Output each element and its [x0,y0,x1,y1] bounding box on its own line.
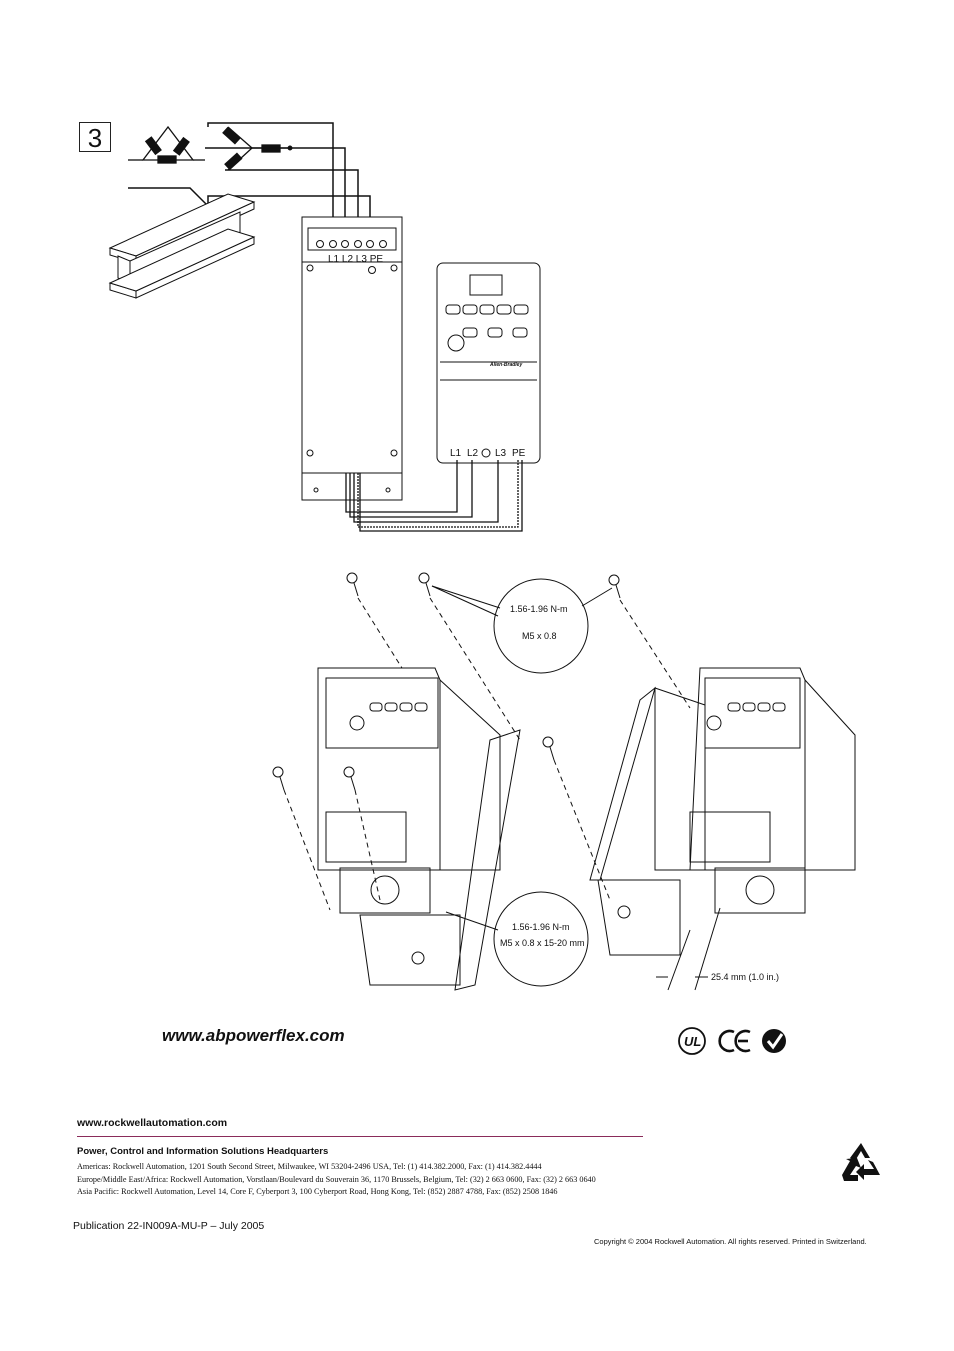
svg-text:UL: UL [684,1034,701,1049]
step-number: 3 [79,122,111,153]
screw-icon [608,574,621,599]
svg-text:L3: L3 [495,448,507,459]
screw-icon [542,736,555,761]
svg-text:L1: L1 [450,448,462,459]
svg-text:L2: L2 [467,448,479,459]
powerflex-website[interactable]: www.abpowerflex.com [162,1026,345,1045]
address-americas: Americas: Rockwell Automation, 1201 Sout… [77,1162,542,1171]
ul-mark-icon: UL [678,1027,706,1055]
rockwell-website[interactable]: www.rockwellautomation.com [77,1117,228,1129]
drive-with-mounting-plate [589,667,856,991]
ce-mark-icon [718,1029,751,1053]
footer-divider [77,1136,643,1137]
screw-size-label-top: M5 x 0.8 [522,631,557,641]
publication-number: Publication 22-IN009A-MU-P – July 2005 [73,1220,265,1232]
drive-with-mounting-plate [317,667,521,991]
clearance-label: 25.4 mm (1.0 in.) [711,972,779,982]
torque-label-bottom: 1.56-1.96 N-m [512,922,570,932]
headquarters-title: Power, Control and Information Solutions… [77,1146,329,1157]
svg-text:PE: PE [512,448,526,459]
ground-beam-icon [108,193,256,299]
screw-size-label-bottom: M5 x 0.8 x 15-20 mm [500,938,585,948]
delta-transformer-icon [128,125,205,164]
drive-brand-mark: Allen-Bradley [489,362,522,368]
mounting-diagram: 1.56-1.96 N-m M5 x 0.8 1.56-1.96 N-m M5 … [272,572,856,991]
filter-terminal-labels: L1 L2 L3 PE [328,254,383,265]
screw-icon [346,572,359,597]
copyright-notice: Copyright © 2004 Rockwell Automation. Al… [594,1237,867,1246]
screw-icon [418,572,431,597]
certification-marks: UL [678,1027,786,1055]
powerflex-drive [436,262,541,464]
drive-terminal-labels: L1 L2 L3 PE [450,448,526,459]
c-tick-mark-icon [762,1029,786,1053]
wiring-diagram: L1 L2 L3 PE Allen-Bradley L1 L2 L3 PE [108,122,541,532]
torque-label-top: 1.56-1.96 N-m [510,604,568,614]
screw-icon [343,766,356,791]
address-europe: Europe/Middle East/Africa: Rockwell Auto… [77,1175,596,1184]
screw-icon [272,766,285,791]
recycle-icon [842,1143,880,1181]
emc-filter [301,216,403,501]
address-asia-pacific: Asia Pacific: Rockwell Automation, Level… [77,1187,558,1196]
